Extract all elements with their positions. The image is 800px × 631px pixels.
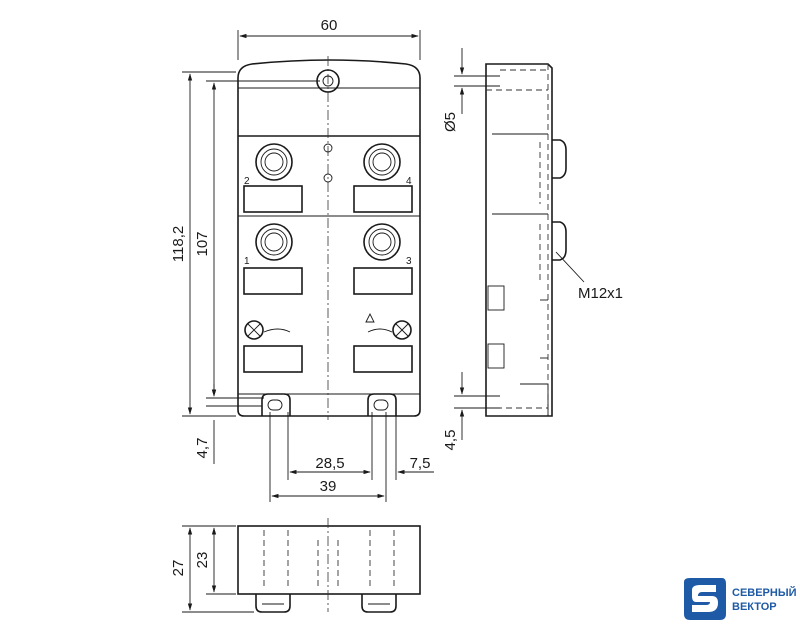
company-logo: СЕВЕРНЫЙ ВЕКТОР bbox=[684, 578, 797, 620]
dim-depth-body: 23 bbox=[194, 527, 236, 595]
dim-side-offset: 4,5 bbox=[442, 372, 500, 450]
dim-width: 60 bbox=[237, 17, 421, 60]
logo-line2: ВЕКТОР bbox=[732, 601, 777, 613]
ground-terminal-right bbox=[365, 312, 412, 340]
dim-height-inner: 107 bbox=[194, 80, 320, 399]
dim-hole-offset-right: 7,5 bbox=[397, 455, 434, 475]
dim-depth-total-label: 27 bbox=[170, 560, 187, 577]
thread-callout: M12x1 bbox=[555, 251, 623, 302]
dim-depth-total: 27 bbox=[170, 525, 254, 613]
dim-hole-offset-label: 4,7 bbox=[194, 438, 211, 459]
port-3 bbox=[353, 223, 413, 295]
side-view bbox=[485, 63, 567, 417]
port-label-2: 2 bbox=[244, 176, 250, 187]
port-label-1: 1 bbox=[244, 256, 250, 267]
thread-label: M12x1 bbox=[578, 285, 623, 302]
dim-hole-diameter: Ø5 bbox=[442, 48, 500, 132]
mounting-lug-right bbox=[367, 393, 397, 416]
dim-side-offset-label: 4,5 bbox=[442, 430, 459, 451]
port-label-3: 3 bbox=[406, 256, 412, 267]
bottom-view bbox=[237, 518, 421, 613]
mounting-lug-left bbox=[261, 393, 291, 416]
dim-hole-spacing-label: 39 bbox=[320, 478, 337, 495]
logo-line1: СЕВЕРНЫЙ bbox=[732, 586, 797, 599]
dim-height-total-label: 118,2 bbox=[170, 226, 187, 262]
dim-height-total: 118,2 bbox=[170, 71, 236, 417]
dim-hole-spacing: 39 bbox=[271, 478, 385, 499]
ground-terminal-left bbox=[244, 320, 291, 340]
dim-depth-body-label: 23 bbox=[194, 552, 211, 569]
port-2 bbox=[243, 143, 303, 213]
port-label-4: 4 bbox=[406, 176, 412, 187]
dim-hole-offset: 4,7 bbox=[194, 384, 262, 464]
dim-hole-spacing-inner: 28,5 bbox=[289, 455, 371, 475]
dim-hole-spacing-inner-label: 28,5 bbox=[315, 455, 344, 472]
warning-triangle-icon bbox=[365, 312, 375, 323]
port-1 bbox=[243, 223, 303, 295]
dim-height-inner-label: 107 bbox=[194, 231, 211, 256]
dim-hole-offset-right-label: 7,5 bbox=[410, 455, 431, 472]
dim-width-label: 60 bbox=[321, 17, 338, 34]
port-4 bbox=[353, 143, 413, 213]
logo-mark-icon bbox=[684, 578, 726, 620]
front-view: 2 4 1 3 bbox=[237, 56, 421, 420]
dim-hole-diameter-label: Ø5 bbox=[442, 112, 459, 132]
